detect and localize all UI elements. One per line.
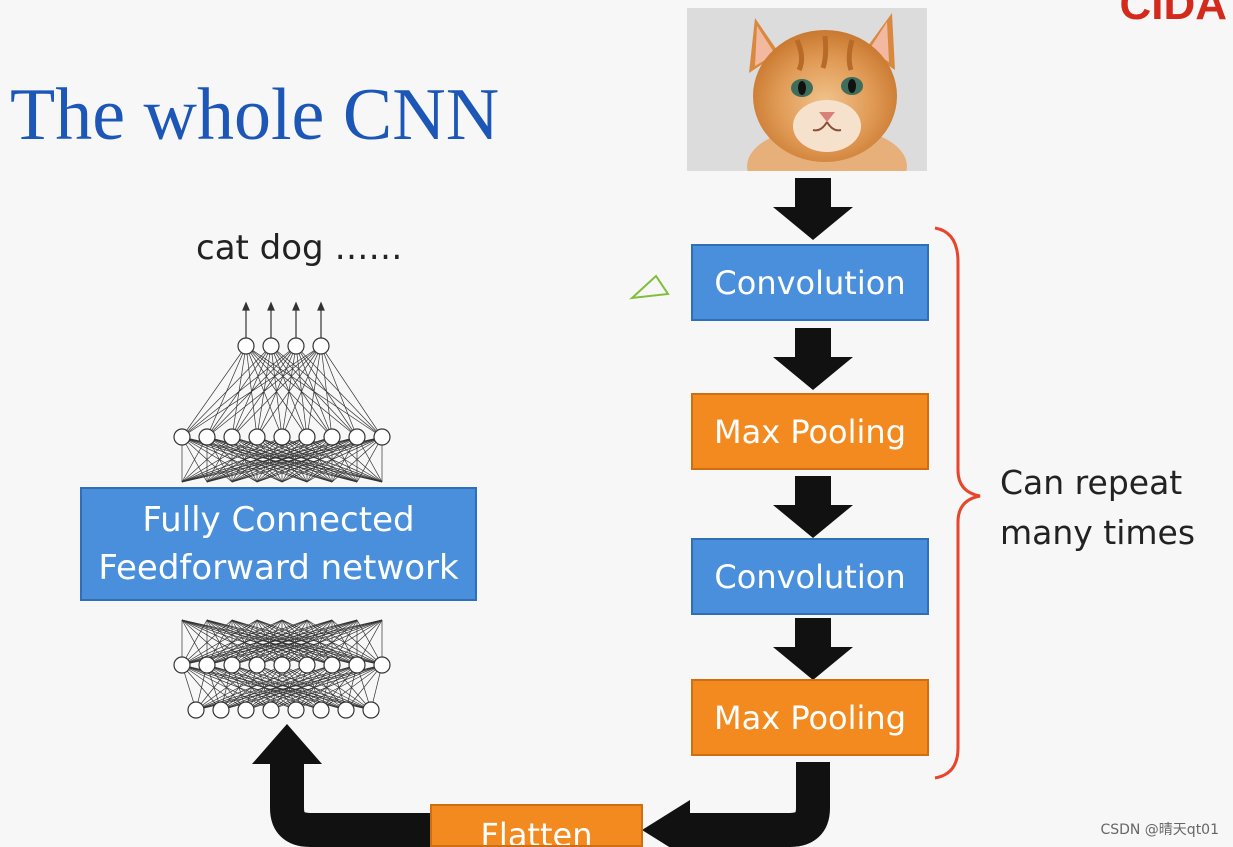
network-node xyxy=(173,428,191,446)
network-edge xyxy=(195,664,308,711)
convolution-box-2: Convolution xyxy=(691,538,929,615)
network-edge xyxy=(331,619,383,666)
network-node xyxy=(198,656,216,674)
network-edge xyxy=(270,664,383,711)
to-network-arrow xyxy=(270,760,430,847)
output-arrowhead xyxy=(267,301,275,311)
network-edge xyxy=(231,345,322,438)
network-node xyxy=(373,656,391,674)
flatten-box: Flatten xyxy=(430,804,643,847)
convolution-box-1: Convolution xyxy=(691,244,929,321)
network-node xyxy=(223,428,241,446)
network-edge xyxy=(295,664,383,711)
network-node xyxy=(337,701,355,719)
network-node xyxy=(312,337,330,355)
repeat-brace xyxy=(934,226,981,780)
annotation-triangle xyxy=(629,274,670,300)
network-node xyxy=(348,428,366,446)
network-edge xyxy=(181,619,233,666)
network-edge xyxy=(181,436,283,483)
network-edge xyxy=(181,345,322,438)
logo: CIDA xyxy=(1119,0,1227,29)
network-edge xyxy=(181,436,233,483)
network-edge xyxy=(181,436,258,483)
output-arrowhead xyxy=(317,301,325,311)
network-node xyxy=(287,701,305,719)
network-edge xyxy=(256,345,322,438)
network-diagram xyxy=(173,301,391,719)
network-node xyxy=(173,656,191,674)
down-arrow xyxy=(773,328,853,390)
to-flatten-arrow xyxy=(680,762,830,847)
network-edge xyxy=(195,664,258,711)
network-node xyxy=(287,337,305,355)
network-edge xyxy=(281,436,383,483)
network-edge xyxy=(320,345,333,438)
network-edge xyxy=(181,619,383,666)
network-edge xyxy=(181,345,297,438)
network-node xyxy=(312,701,330,719)
network-edge xyxy=(195,664,283,711)
watermark: CSDN @晴天qt01 xyxy=(1100,822,1219,838)
network-node xyxy=(248,428,266,446)
network-node xyxy=(273,428,291,446)
network-edge xyxy=(320,664,383,711)
output-arrowhead xyxy=(242,301,250,311)
network-edge xyxy=(195,664,383,711)
network-edge xyxy=(306,345,322,438)
network-edge xyxy=(306,436,383,483)
network-node xyxy=(237,701,255,719)
network-node xyxy=(248,656,266,674)
network-node xyxy=(262,701,280,719)
network-node xyxy=(212,701,230,719)
repeat-note-line2: many times xyxy=(1000,513,1196,552)
network-edge xyxy=(181,345,272,438)
network-edge xyxy=(181,619,258,666)
network-node xyxy=(298,428,316,446)
to-flatten-arrowhead xyxy=(642,800,690,847)
network-edge xyxy=(345,664,383,711)
network-edge xyxy=(195,664,233,711)
to-network-arrowhead xyxy=(252,724,322,764)
down-arrow xyxy=(773,476,853,538)
network-node xyxy=(362,701,380,719)
network-edge xyxy=(281,619,383,666)
network-node xyxy=(323,428,341,446)
network-edge xyxy=(331,436,383,483)
flatten-label: Flatten xyxy=(480,816,593,847)
network-node xyxy=(223,656,241,674)
network-node xyxy=(323,656,341,674)
repeat-note: Can repeat many times xyxy=(1000,458,1195,558)
page-title: The whole CNN xyxy=(10,74,500,156)
network-node xyxy=(373,428,391,446)
network-node xyxy=(298,656,316,674)
output-arrowhead xyxy=(292,301,300,311)
repeat-note-line1: Can repeat xyxy=(1000,463,1183,502)
network-node xyxy=(198,428,216,446)
max-pooling-box-1: Max Pooling xyxy=(691,393,929,470)
network-edge xyxy=(281,345,322,438)
network-node xyxy=(237,337,255,355)
down-arrow xyxy=(773,618,853,680)
fully-connected-box: Fully Connected Feedforward network xyxy=(80,487,477,601)
network-node xyxy=(348,656,366,674)
network-edge xyxy=(181,345,247,438)
network-edge xyxy=(181,436,383,483)
network-edge xyxy=(320,345,383,438)
network-node xyxy=(273,656,291,674)
down-arrow xyxy=(773,178,853,240)
network-node xyxy=(262,337,280,355)
network-edge xyxy=(181,619,283,666)
output-labels: cat dog …… xyxy=(196,228,403,268)
fully-connected-line1: Fully Connected xyxy=(142,500,415,540)
network-node xyxy=(187,701,205,719)
network-edge xyxy=(306,619,383,666)
network-edge xyxy=(320,345,358,438)
network-edge xyxy=(206,345,322,438)
max-pooling-box-2: Max Pooling xyxy=(691,679,929,756)
fully-connected-line2: Feedforward network xyxy=(98,548,459,588)
